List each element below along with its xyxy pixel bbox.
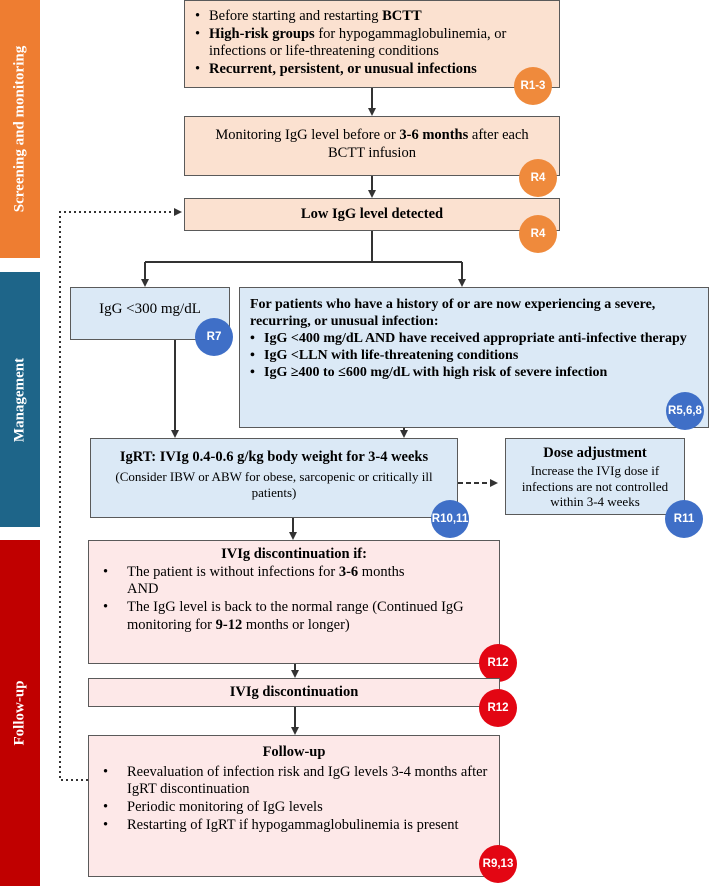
follow-up-list: Reevaluation of infection risk and IgG l…	[97, 764, 491, 835]
follow-up-item: Reevaluation of infection risk and IgG l…	[97, 764, 491, 799]
section-management-band: Management	[0, 272, 40, 527]
dose-adjustment-text: Increase the IVIg dose if infections are…	[521, 462, 669, 510]
low-igg-title: Low IgG level detected	[300, 206, 444, 222]
badge-r9-13: R9,13	[479, 845, 517, 883]
badge-r12-criteria: R12	[479, 644, 517, 682]
criteria-item: IgG <400 mg/dL AND have received appropr…	[250, 330, 698, 347]
badge-r1-3: R1-3	[514, 67, 552, 105]
criteria-item: The IgG level is back to the normal rang…	[97, 599, 491, 634]
criteria-item: The patient is without infections for 3-…	[97, 564, 491, 582]
criteria-item: High-risk groups for hypogammaglobulinem…	[195, 26, 549, 61]
box-igrt-ivig: IgRT: IVIg 0.4-0.6 g/kg body weight for …	[90, 438, 458, 518]
criteria-item: Before starting and restarting BCTT	[195, 8, 549, 26]
dose-adjustment-title: Dose adjustment	[543, 445, 647, 461]
box-ivig-discontinuation-criteria: IVIg discontinuation if: The patient is …	[88, 540, 500, 664]
badge-r4-low-igg: R4	[519, 215, 557, 253]
discontinuation-criteria-list-2: The IgG level is back to the normal rang…	[97, 599, 491, 634]
section-screening-band: Screening and monitoring	[0, 0, 40, 258]
section-followup-band: Follow-up	[0, 540, 40, 886]
screening-criteria-list: Before starting and restarting BCTT High…	[195, 8, 549, 79]
ivig-discontinuation-title: IVIg discontinuation	[229, 684, 359, 700]
criteria-item: IgG ≥400 to ≤600 mg/dL with high risk of…	[250, 364, 698, 381]
criteria-item: Recurrent, persistent, or unusual infect…	[195, 61, 549, 79]
badge-r4-monitoring: R4	[519, 159, 557, 197]
box-igg-below-300: IgG <300 mg/dL	[70, 287, 230, 340]
igrt-title: IgRT: IVIg 0.4-0.6 g/kg body weight for …	[119, 449, 429, 465]
dotted-loop-followup-to-low-igg	[59, 208, 182, 781]
box-dose-adjustment: Dose adjustment Increase the IVIg dose i…	[505, 438, 685, 515]
discontinuation-criteria-title: IVIg discontinuation if:	[221, 546, 367, 562]
infection-history-intro: For patients who have a history of or ar…	[250, 297, 656, 330]
badge-r11: R11	[665, 500, 703, 538]
box-ivig-discontinuation: IVIg discontinuation	[88, 678, 500, 707]
badge-r10-11: R10,11	[431, 500, 469, 538]
discontinuation-criteria-list: The patient is without infections for 3-…	[97, 564, 491, 582]
badge-r7: R7	[195, 318, 233, 356]
box-monitoring-igg: Monitoring IgG level before or 3-6 month…	[184, 116, 560, 176]
badge-r5-6-8: R5,6,8	[666, 392, 704, 430]
criteria-item: IgG <LLN with life-threatening condition…	[250, 347, 698, 364]
follow-up-item: Restarting of IgRT if hypogammaglobuline…	[97, 817, 491, 835]
box-screening-criteria: Before starting and restarting BCTT High…	[184, 0, 560, 88]
box-infection-history-criteria: For patients who have a history of or ar…	[239, 287, 709, 428]
box-follow-up: Follow-up Reevaluation of infection risk…	[88, 735, 500, 877]
box-low-igg-detected: Low IgG level detected	[184, 198, 560, 231]
badge-r12-discontinuation: R12	[479, 689, 517, 727]
infection-criteria-list: IgG <400 mg/dL AND have received appropr…	[250, 330, 698, 381]
follow-up-item: Periodic monitoring of IgG levels	[97, 799, 491, 817]
igg-below-300-text: IgG <300 mg/dL	[99, 301, 201, 317]
igrt-note: (Consider IBW or ABW for obese, sarcopen…	[115, 468, 433, 500]
follow-up-title: Follow-up	[262, 744, 326, 760]
criteria-and: AND	[127, 581, 159, 598]
